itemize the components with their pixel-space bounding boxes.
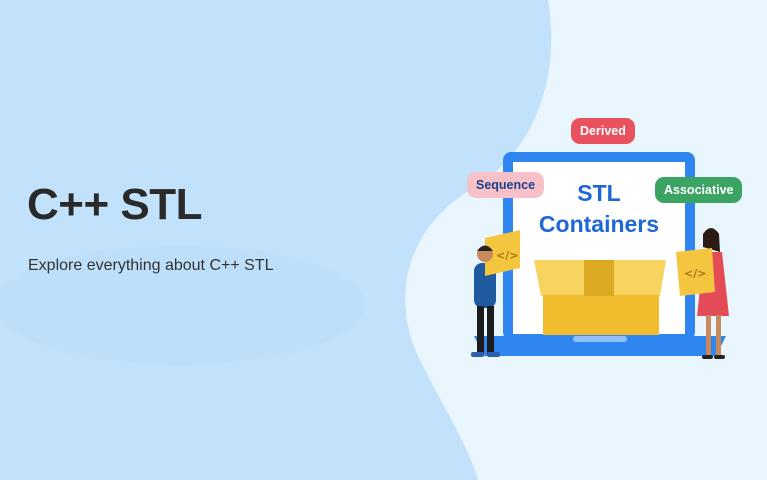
screen-title-line2: Containers (538, 211, 660, 237)
page-title: C++ STL (27, 180, 203, 229)
person-right: </> (676, 228, 729, 359)
person-left: </> (471, 230, 520, 357)
box-icon (534, 260, 666, 335)
tag-derived: Derived (571, 118, 635, 144)
tag-associative: Associative (655, 177, 743, 203)
tag-sequence: Sequence (467, 172, 545, 198)
svg-text:</>: </> (684, 267, 706, 280)
svg-text:</>: </> (496, 249, 518, 262)
page-subtitle: Explore everything about C++ STL (28, 257, 274, 274)
screen-title-line1: STL (577, 180, 621, 206)
